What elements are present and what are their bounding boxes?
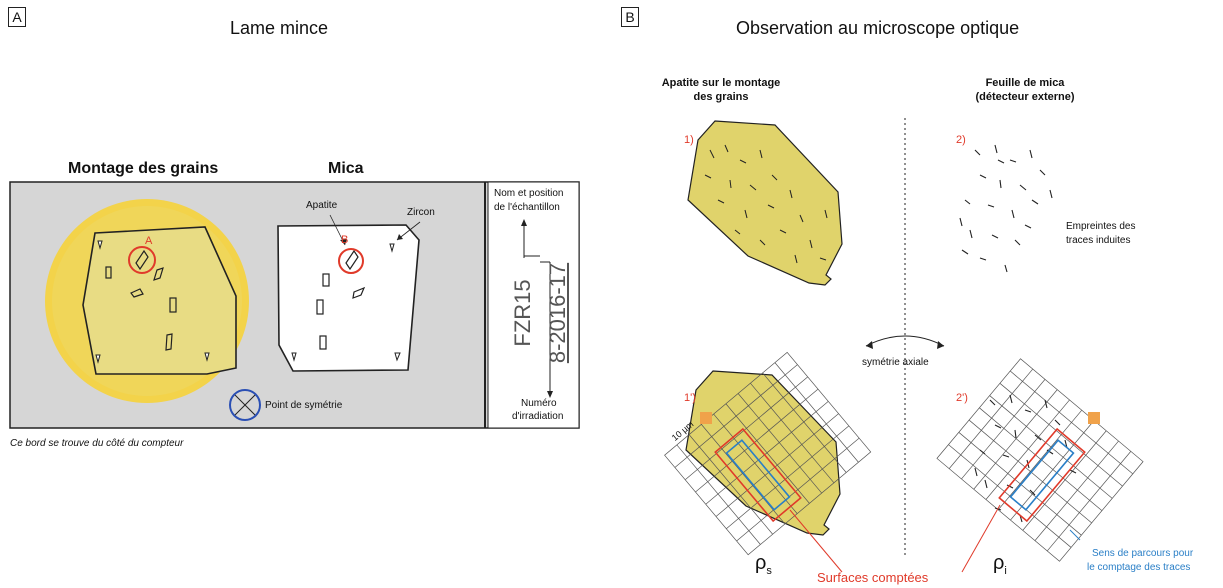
rho-i-label: ρi bbox=[993, 552, 1007, 577]
irradiation-code: 8-2016-17 bbox=[545, 262, 570, 364]
irradiation-label-2: d'irradiation bbox=[512, 411, 564, 422]
rho-s-label: ρs bbox=[755, 552, 772, 577]
counted-pointer-right bbox=[961, 504, 1001, 573]
rho-s-symbol: ρ bbox=[755, 552, 767, 574]
mica-zircons bbox=[291, 243, 401, 362]
right-header-1: Feuille de mica bbox=[985, 77, 1065, 89]
zircon-pointer-head bbox=[397, 234, 403, 240]
symmetry-arc bbox=[865, 335, 945, 347]
counted-area-2p bbox=[998, 427, 1086, 523]
step-1p-label: 1') bbox=[684, 392, 696, 404]
grain-mount-polygon bbox=[82, 226, 237, 375]
sample-name-label-1: Nom et position bbox=[494, 188, 564, 199]
counted-surfaces-label: Surfaces comptées bbox=[817, 570, 929, 585]
start-cell-2p bbox=[1088, 412, 1100, 424]
mount-label: Montage des grains bbox=[68, 160, 219, 177]
symmetry-point-label: Point de symétrie bbox=[265, 400, 343, 411]
counting-path-1p bbox=[725, 439, 791, 511]
induced-track-imprints bbox=[959, 144, 1053, 273]
sample-name-label-2: de l'échantillon bbox=[494, 202, 560, 213]
left-header-1: Apatite sur le montage bbox=[661, 77, 781, 89]
mica-label: Mica bbox=[328, 160, 364, 177]
apatite-label: Apatite bbox=[306, 200, 338, 211]
mica-sheet bbox=[277, 224, 420, 372]
rho-i-symbol: ρ bbox=[993, 552, 1005, 574]
counted-pointer-left bbox=[789, 509, 843, 573]
sample-code: FZR15 bbox=[510, 279, 535, 347]
axial-symmetry-label: symétrie axiale bbox=[862, 357, 929, 368]
step-2p-label: 2') bbox=[956, 392, 968, 404]
mount-grains bbox=[105, 249, 177, 351]
caption: Ce bord se trouve du côté du compteur bbox=[10, 438, 184, 449]
symmetry-point-icon bbox=[229, 389, 261, 421]
zircon-label: Zircon bbox=[407, 207, 435, 218]
step-1-label: 1) bbox=[684, 134, 694, 146]
irradiation-label-1: Numéro bbox=[521, 398, 557, 409]
apatite-pointer-head bbox=[340, 239, 347, 245]
mount-zircons bbox=[95, 240, 210, 364]
marker-a-label: A bbox=[145, 235, 153, 247]
start-cell-1p bbox=[700, 412, 712, 424]
panel-b-letter: B bbox=[621, 7, 639, 27]
left-header-2: des grains bbox=[693, 91, 749, 103]
step-2-label: 2) bbox=[956, 134, 966, 146]
path-label-1: Sens de parcours pour bbox=[1092, 548, 1194, 559]
counted-area-1p bbox=[714, 427, 802, 523]
counting-grid-1p bbox=[664, 351, 872, 556]
panel-a-title: Lame mince bbox=[230, 18, 329, 38]
panel-a-letter: A bbox=[8, 7, 26, 27]
marker-b-label: B bbox=[341, 234, 349, 246]
path-pointer bbox=[1069, 529, 1081, 541]
apatite-grain-1 bbox=[687, 120, 843, 286]
fossil-tracks-1 bbox=[704, 144, 828, 264]
panel-b-title: Observation au microscope optique bbox=[736, 18, 1020, 38]
label-area bbox=[487, 181, 580, 429]
marker-circle-b bbox=[338, 248, 364, 274]
rho-s-subscript: s bbox=[766, 565, 772, 577]
path-label-2: le comptage des traces bbox=[1087, 562, 1191, 573]
imprints-label-1: Empreintes des bbox=[1066, 221, 1136, 232]
mica-grains bbox=[316, 249, 366, 350]
thin-section-diagram bbox=[9, 181, 580, 429]
marker-circle-a bbox=[128, 246, 156, 274]
rho-i-subscript: i bbox=[1004, 565, 1007, 577]
imprints-label-2: traces induites bbox=[1066, 235, 1131, 246]
right-header-2: (détecteur externe) bbox=[975, 91, 1075, 103]
counting-grid-2p bbox=[936, 358, 1144, 562]
counting-path-2p bbox=[1009, 439, 1075, 511]
microscope-diagram bbox=[664, 118, 1144, 573]
